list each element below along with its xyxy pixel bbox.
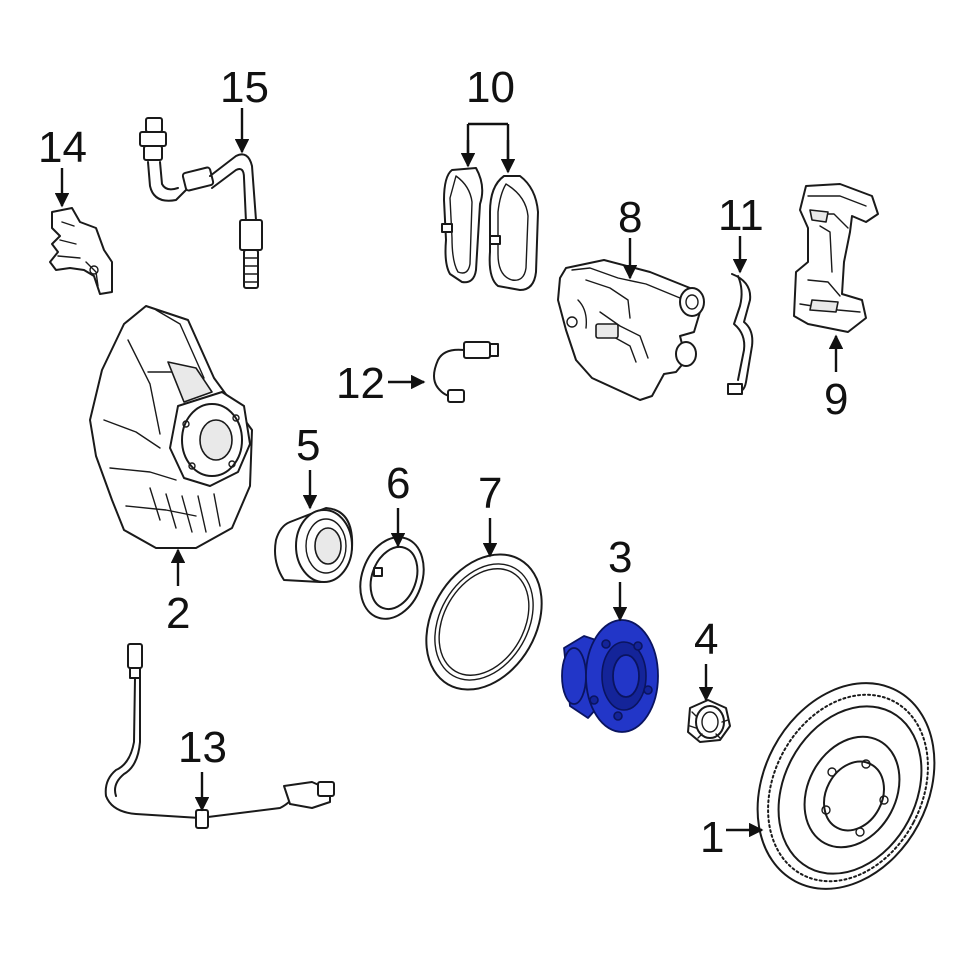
callout-2: 2	[166, 589, 190, 638]
callout-10: 10	[466, 63, 515, 112]
part-15-brake-hose[interactable]	[139, 117, 263, 289]
part-7-dust-ring[interactable]	[403, 534, 565, 711]
part-1-brake-rotor[interactable]	[723, 652, 960, 920]
callout-3: 3	[608, 533, 632, 582]
callout-8: 8	[618, 193, 642, 242]
part-13-abs-sensor[interactable]	[104, 643, 335, 829]
callout-14: 14	[38, 123, 87, 172]
leader-arrows	[54, 108, 844, 838]
part-14-bracket[interactable]	[49, 207, 113, 295]
part-5-wheel-bearing[interactable]	[274, 507, 354, 583]
callout-7: 7	[478, 469, 502, 518]
arrow-10-bracket	[466, 122, 510, 170]
callout-5: 5	[296, 421, 320, 470]
callout-11: 11	[718, 191, 764, 240]
part-4-hub-nut[interactable]	[687, 699, 731, 743]
callout-4: 4	[694, 615, 718, 664]
callout-12: 12	[336, 359, 385, 408]
callout-labels: 14 15 10 8 11 9 12 2 5 6 7 3 4 1 13	[38, 63, 848, 862]
part-9-caliper-bracket[interactable]	[793, 183, 879, 333]
part-11-clip[interactable]	[727, 273, 754, 395]
part-2-splash-shield[interactable]	[89, 305, 253, 549]
part-8-caliper[interactable]	[557, 259, 705, 401]
callout-6: 6	[386, 459, 410, 508]
callout-1: 1	[700, 813, 724, 862]
part-10-brake-pads[interactable]	[441, 167, 539, 291]
part-6-seal-ring[interactable]	[349, 528, 434, 627]
callout-9: 9	[824, 375, 848, 424]
part-12-wear-sensor[interactable]	[433, 341, 499, 403]
part-3-wheel-hub[interactable]	[561, 619, 659, 733]
callout-13: 13	[178, 723, 227, 772]
callout-15: 15	[220, 63, 269, 112]
